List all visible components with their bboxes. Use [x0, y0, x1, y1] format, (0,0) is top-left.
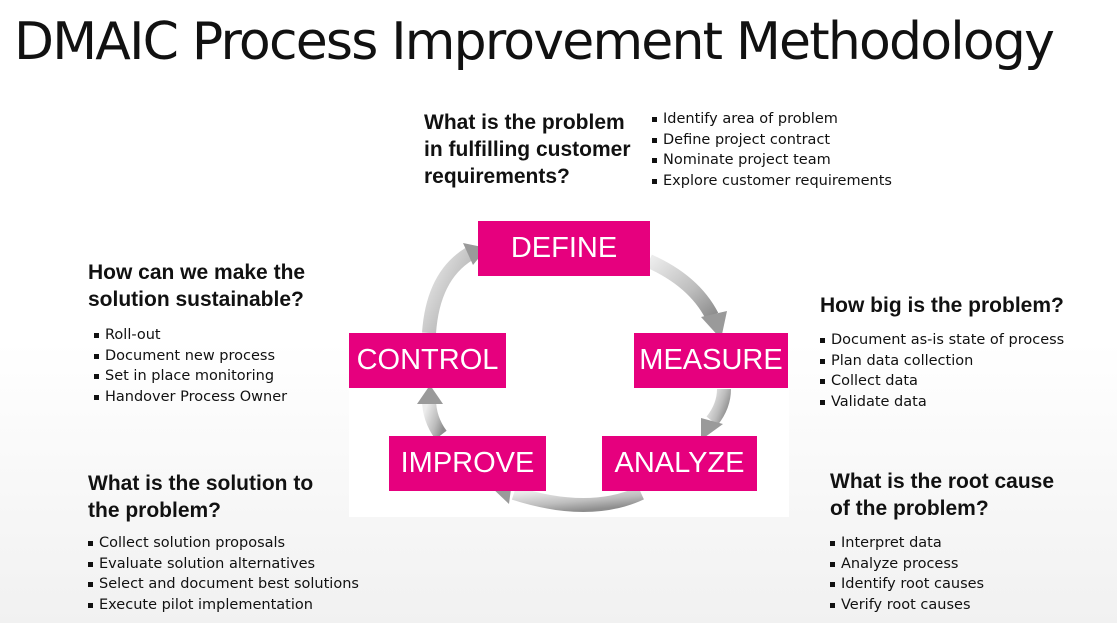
list-item: Identify root causes	[830, 574, 984, 595]
arrow-define-to-measure	[646, 254, 719, 320]
list-item: Validate data	[820, 392, 1064, 413]
list-item: Collect data	[820, 371, 1064, 392]
list-item: Set in place monitoring	[94, 366, 287, 387]
improve-bullets: Collect solution proposals Evaluate solu…	[88, 533, 359, 615]
arrow-analyze-to-improve	[511, 486, 644, 512]
page-title: DMAIC Process Improvement Methodology	[14, 12, 1055, 72]
arrow-control-to-define	[422, 248, 473, 334]
cycle-arrows	[417, 243, 731, 512]
arrow-improve-to-control	[422, 398, 447, 440]
arrowhead-measure	[701, 311, 727, 339]
list-item: Roll-out	[94, 325, 287, 346]
define-bullets: Identify area of problem Define project …	[652, 109, 892, 191]
list-item: Document new process	[94, 346, 287, 367]
measure-question: How big is the problem?	[820, 294, 1064, 317]
improve-box: IMPROVE	[389, 436, 546, 491]
list-item: Verify root causes	[830, 595, 984, 616]
list-item: Interpret data	[830, 533, 984, 554]
list-item: Document as-is state of process	[820, 330, 1064, 351]
list-item: Explore customer requirements	[652, 171, 892, 192]
list-item: Evaluate solution alternatives	[88, 554, 359, 575]
arrowhead-control	[417, 385, 443, 404]
control-question: How can we make the solution sustainable…	[88, 261, 306, 311]
dmaic-cycle-diagram: DEFINE MEASURE ANALYZE IMPROVE CONTROL	[349, 221, 789, 517]
analyze-bullets: Interpret data Analyze process Identify …	[830, 533, 984, 615]
improve-question: What is the solution to the problem?	[88, 472, 314, 522]
analyze-question: What is the root cause of the problem?	[830, 470, 1055, 520]
measure-bullets: Document as-is state of process Plan dat…	[820, 330, 1064, 412]
control-box: CONTROL	[349, 333, 506, 388]
list-item: Collect solution proposals	[88, 533, 359, 554]
arrow-measure-to-analyze	[706, 388, 731, 426]
define-box: DEFINE	[478, 221, 650, 276]
list-item: Handover Process Owner	[94, 387, 287, 408]
arrowhead-analyze	[701, 418, 723, 440]
measure-box: MEASURE	[634, 333, 788, 388]
list-item: Execute pilot implementation	[88, 595, 359, 616]
list-item: Define project contract	[652, 130, 892, 151]
analyze-box: ANALYZE	[602, 436, 757, 491]
define-question: What is the problem in fulfilling custom…	[424, 111, 631, 188]
list-item: Nominate project team	[652, 150, 892, 171]
list-item: Select and document best solutions	[88, 574, 359, 595]
list-item: Identify area of problem	[652, 109, 892, 130]
control-bullets: Roll-out Document new process Set in pla…	[94, 325, 287, 407]
list-item: Analyze process	[830, 554, 984, 575]
list-item: Plan data collection	[820, 351, 1064, 372]
